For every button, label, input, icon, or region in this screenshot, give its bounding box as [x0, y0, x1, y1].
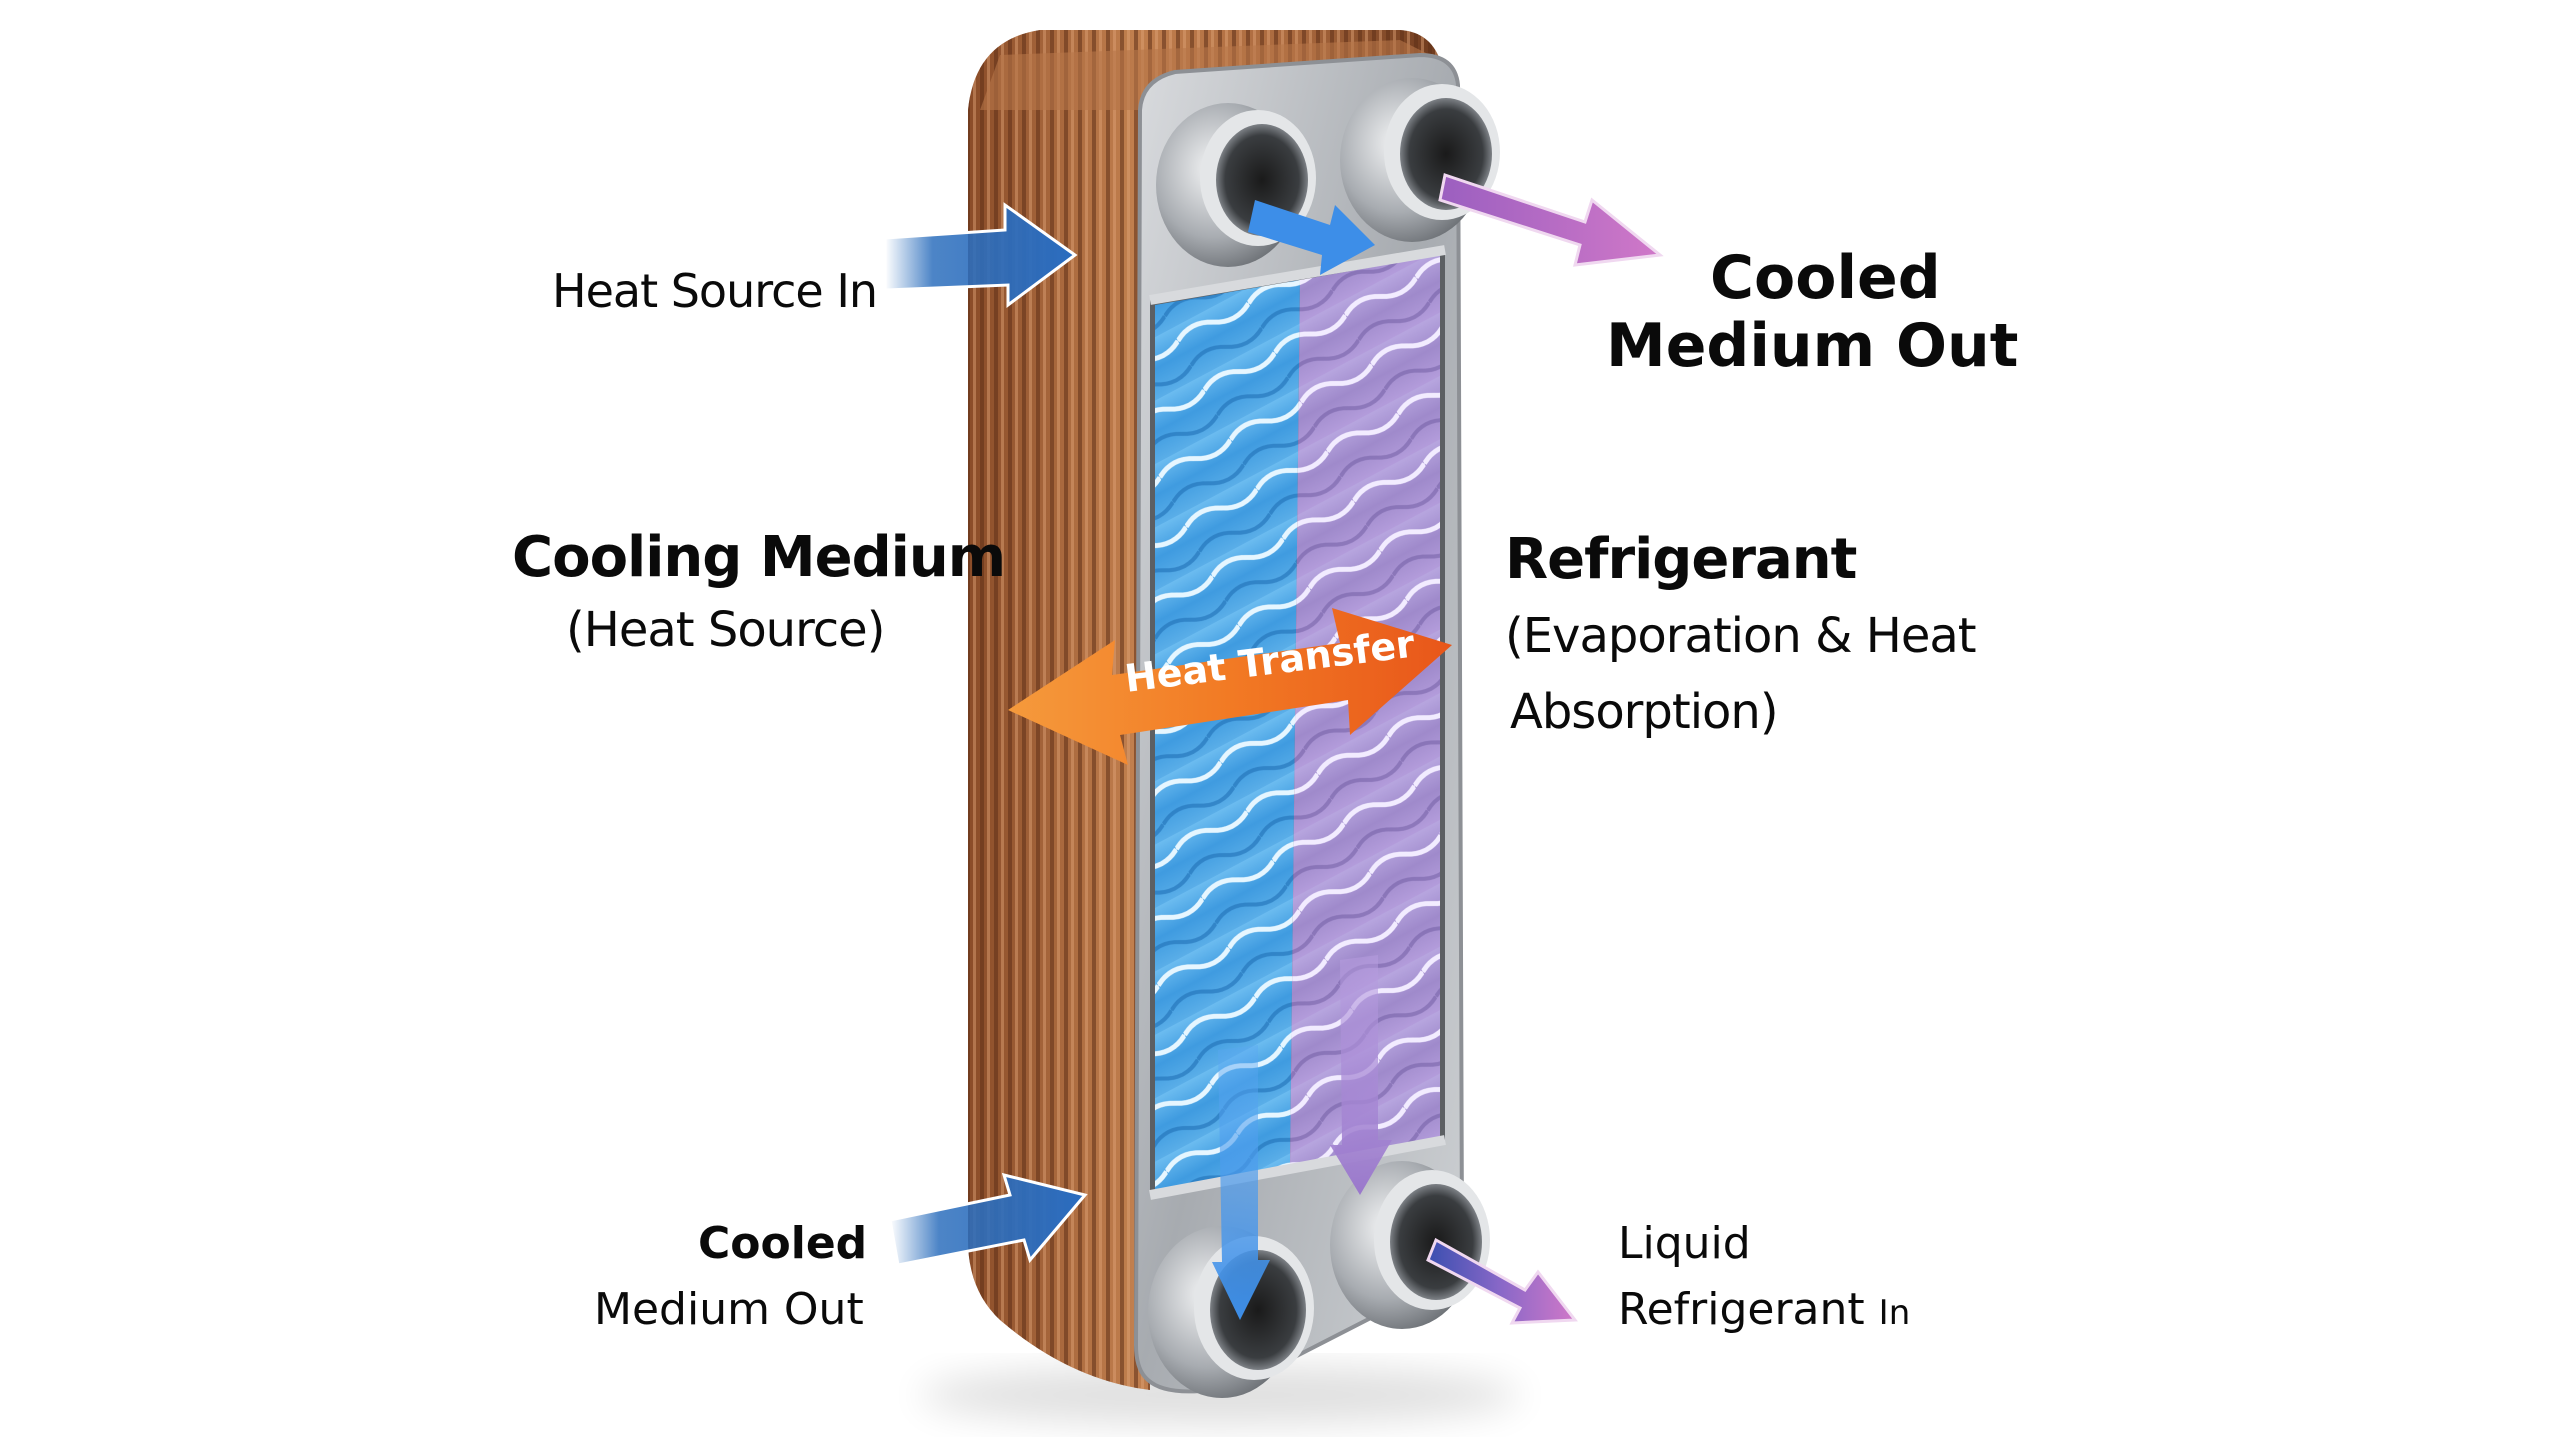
inner-blue-flow-arrow	[1248, 200, 1375, 275]
liquid-refrigerant-word: Refrigerant	[1618, 1284, 1865, 1335]
cooled-medium-out-top-line2: Medium Out	[1606, 311, 2019, 381]
cooled-medium-out-bottom-line1: Cooled	[698, 1218, 868, 1269]
cooled-medium-out-top-arrow	[1438, 173, 1664, 267]
bottom-right-port	[1330, 1161, 1490, 1329]
cooling-medium-title: Cooling Medium	[512, 525, 1006, 590]
refrigerant-subtitle-line2: Absorption)	[1510, 684, 1779, 740]
liquid-refrigerant-line2: Refrigerant In	[1618, 1288, 1910, 1332]
heat-transfer-arrow	[1008, 608, 1452, 765]
cooling-medium-subtitle: (Heat Source)	[566, 602, 885, 658]
cooled-medium-out-bottom-line2: Medium Out	[594, 1284, 864, 1335]
down-purple-flow-arrow	[1330, 955, 1392, 1195]
refrigerant-title: Refrigerant	[1505, 527, 1857, 592]
cooling-channel	[1155, 280, 1300, 1190]
heat-source-in-label: Heat Source In	[552, 264, 878, 318]
down-blue-flow-arrow	[1212, 1045, 1270, 1320]
liquid-refrigerant-arrow	[1426, 1237, 1578, 1325]
refrigerant-subtitle-line1: (Evaporation & Heat	[1505, 608, 1977, 664]
cooled-medium-in-lower-arrow	[888, 1172, 1088, 1267]
liquid-refrigerant-line1: Liquid	[1618, 1218, 1751, 1269]
heat-source-in-arrow	[883, 202, 1078, 308]
top-right-port	[1340, 78, 1500, 242]
liquid-refrigerant-suffix: In	[1878, 1293, 1911, 1333]
cooled-medium-out-top-line1: Cooled	[1710, 243, 1941, 313]
